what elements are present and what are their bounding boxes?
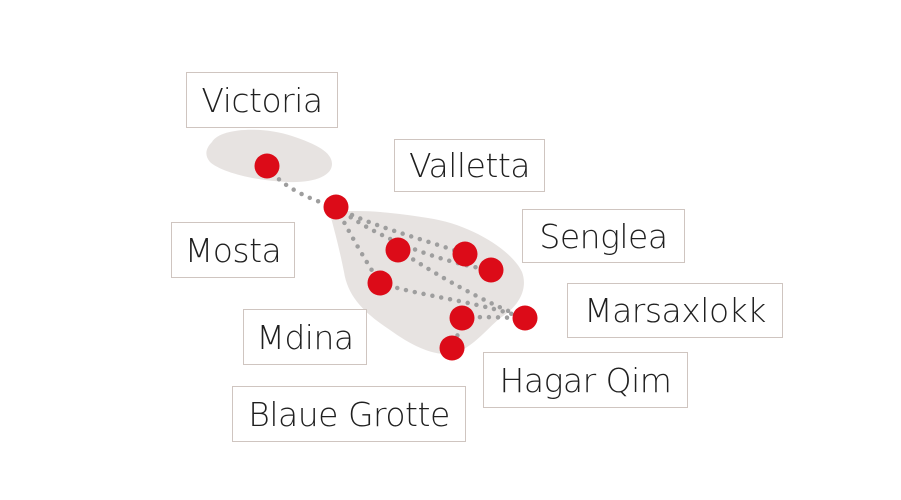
- marker-mdina[interactable]: [367, 270, 393, 296]
- location-markers: [254, 153, 538, 361]
- marker-valletta[interactable]: [452, 241, 478, 267]
- label-valletta: Valletta: [394, 139, 545, 192]
- marker-victoria[interactable]: [254, 153, 280, 179]
- label-mosta: Mosta: [171, 222, 295, 278]
- label-hagar-qim: Hagar Qim: [483, 352, 688, 408]
- marker-mosta[interactable]: [323, 194, 349, 220]
- marker-inland[interactable]: [385, 237, 411, 263]
- route-inland-marsaxlokk: [395, 247, 528, 321]
- marker-marsaxlokk[interactable]: [512, 305, 538, 331]
- marker-hagarqim[interactable]: [449, 305, 475, 331]
- marker-blaue[interactable]: [439, 335, 465, 361]
- label-victoria: Victoria: [186, 72, 338, 128]
- label-senglea: Senglea: [522, 209, 685, 263]
- label-marsaxlokk: Marsaxlokk: [567, 283, 783, 338]
- marker-senglea[interactable]: [478, 257, 504, 283]
- route-mosta-senglea: [333, 204, 494, 273]
- label-blaue-grotte: Blaue Grotte: [232, 386, 466, 442]
- label-mdina: Mdina: [243, 309, 367, 365]
- malta-island: [330, 211, 524, 355]
